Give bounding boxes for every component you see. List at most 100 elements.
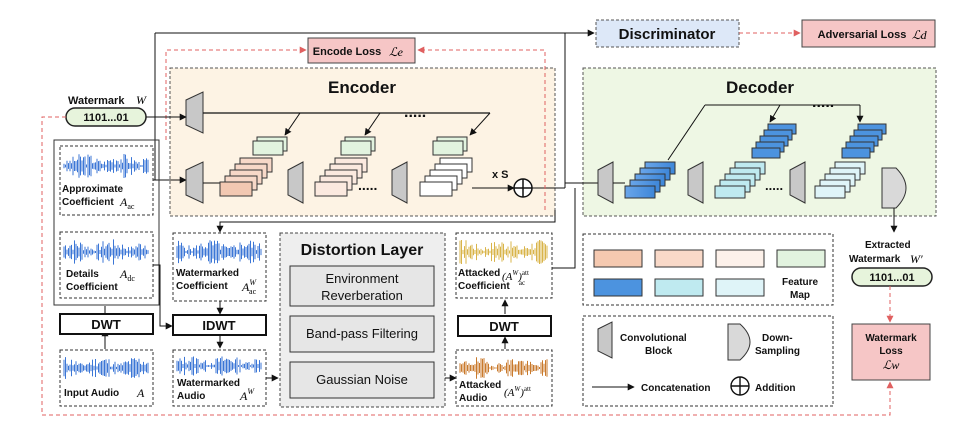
encoder-feature-map-small-3	[432, 136, 468, 156]
wm-loss-line1: Watermark	[865, 333, 917, 344]
legend-fm-swatch-2	[654, 249, 704, 268]
extracted-line1: Extracted	[865, 240, 911, 251]
distortion-reverb-line2: Reverberation	[321, 288, 403, 303]
watermark-loss-box	[851, 323, 931, 381]
decoder-dots: .....	[812, 94, 834, 111]
distortion-item-reverb	[289, 265, 435, 307]
attacked-coeff-line2: Coefficient	[458, 281, 510, 292]
encoder-title: Encoder	[328, 78, 396, 97]
attacked-audio-line1: Attacked	[459, 380, 501, 391]
legend-fm-swatch-3	[715, 249, 765, 268]
details-line2: Coefficient	[66, 282, 118, 293]
encoder-feature-map-small-2	[340, 136, 376, 156]
decoder-title: Decoder	[726, 78, 794, 97]
attacked-coeff-waveform	[459, 240, 548, 264]
wm-audio-line1: Watermarked	[177, 378, 240, 389]
attacked-audio-line2: Audio	[459, 393, 487, 404]
distortion-item-noise	[289, 361, 435, 399]
wave-details-path	[63, 239, 149, 265]
encoder-conv-block-3	[391, 161, 408, 204]
encode-loss-symbol: ℒe	[389, 45, 404, 59]
discriminator-box	[595, 19, 740, 48]
encode-loss-label: Encode Loss	[313, 46, 381, 58]
distortion-title: Distortion Layer	[301, 242, 424, 259]
dwt-coefficients-group	[53, 139, 160, 306]
input-audio-label: Input Audio	[64, 388, 119, 399]
wm-audio-box	[172, 349, 267, 407]
details-waveform	[63, 239, 149, 265]
decoder-dots-bottom: .....	[765, 178, 783, 193]
encoder-repeat-label: x S	[492, 169, 509, 181]
encoder-dots-top: .....	[404, 104, 426, 121]
legend-blocks-box	[582, 315, 834, 407]
legend-addition-label: Addition	[755, 383, 796, 394]
approx-waveform	[63, 154, 149, 178]
decoder-feature-map-3-top	[841, 123, 887, 159]
distortion-noise-label: Gaussian Noise	[316, 372, 408, 387]
decoder-conv-block-3	[789, 161, 806, 204]
wm-coeff-waveform	[176, 240, 262, 264]
adversarial-loss-box	[801, 19, 936, 48]
legend-concat-label: Concatenation	[641, 383, 710, 394]
legend-fm-swatch-1	[593, 249, 643, 268]
decoder-feature-map-2	[714, 161, 766, 199]
discriminator-label: Discriminator	[619, 26, 716, 43]
approx-coeff-box	[59, 145, 154, 216]
encode-loss-box	[307, 37, 416, 64]
extracted-bits: 1101...01	[869, 272, 914, 284]
decoder-conv-block-2	[687, 161, 704, 204]
details-coeff-box	[59, 231, 154, 299]
wave-wmaudio-path	[176, 356, 262, 376]
encoder-conv-block-2	[287, 161, 304, 204]
watermark-symbol: W	[136, 93, 147, 107]
distortion-reverb-line1: Environment	[326, 271, 399, 286]
encoder-conv-block-1	[185, 161, 204, 204]
wm-loss-symbol: ℒw	[883, 358, 900, 372]
wave-input-path	[63, 357, 149, 379]
wm-coeff-line2: Coefficient	[176, 281, 228, 292]
legend-feature-label-2: Map	[790, 290, 810, 301]
details-line1: Details	[66, 269, 99, 280]
extracted-symbol: W′	[910, 252, 923, 266]
wm-audio-line2: Audio	[177, 391, 205, 402]
approx-line2: Coefficient	[62, 197, 114, 208]
legend-fm-swatch-6	[654, 278, 704, 297]
legend-feature-label-1: Feature	[782, 277, 819, 288]
wave-attcoeff-path	[459, 240, 548, 264]
legend-down-label-1: Down-	[762, 333, 793, 344]
legend-down-label-2: Sampling	[755, 346, 800, 357]
legend-downsampling-icon	[727, 323, 751, 361]
approx-line1: Approximate	[62, 184, 124, 195]
adversarial-loss-label: Adversarial Loss	[818, 29, 907, 41]
distortion-item-bandpass	[289, 315, 435, 353]
legend-conv-label-1: Convolutional	[620, 333, 687, 344]
legend-fm-swatch-7	[715, 278, 765, 297]
legend-conv-label-2: Block	[645, 346, 673, 357]
encoder-feature-map-small-1	[252, 136, 288, 156]
idwt-label: IDWT	[202, 318, 235, 333]
decoder-downsampling-block	[881, 167, 907, 209]
wave-attaudio-path	[459, 357, 548, 379]
legend-conv-block-icon	[597, 321, 613, 359]
decoder-conv-block-1	[597, 161, 614, 204]
attacked-audio-box	[455, 349, 553, 407]
attacked-coeff-line1: Attacked	[458, 268, 500, 279]
adversarial-loss-symbol: ℒd	[912, 28, 928, 42]
dwt-right-label: DWT	[489, 319, 519, 334]
encoder-feature-map-3	[419, 157, 473, 197]
watermark-bits: 1101...01	[83, 112, 128, 124]
input-audio-symbol: A	[136, 386, 145, 400]
encoder-dots-bottom: .....	[358, 177, 377, 193]
dwt-left-label: DWT	[91, 317, 121, 332]
input-audio-waveform	[63, 357, 149, 379]
decoder-feature-map-2-top	[751, 123, 797, 159]
wave-approx-path	[63, 154, 149, 178]
wm-coeff-line1: Watermarked	[176, 268, 239, 279]
attacked-audio-waveform	[459, 357, 548, 379]
extracted-line2: Watermark	[849, 254, 901, 265]
wave-wmcoeff-path	[176, 240, 262, 264]
legend-fm-swatch-4	[776, 249, 826, 268]
decoder-feature-map-3	[814, 161, 866, 199]
